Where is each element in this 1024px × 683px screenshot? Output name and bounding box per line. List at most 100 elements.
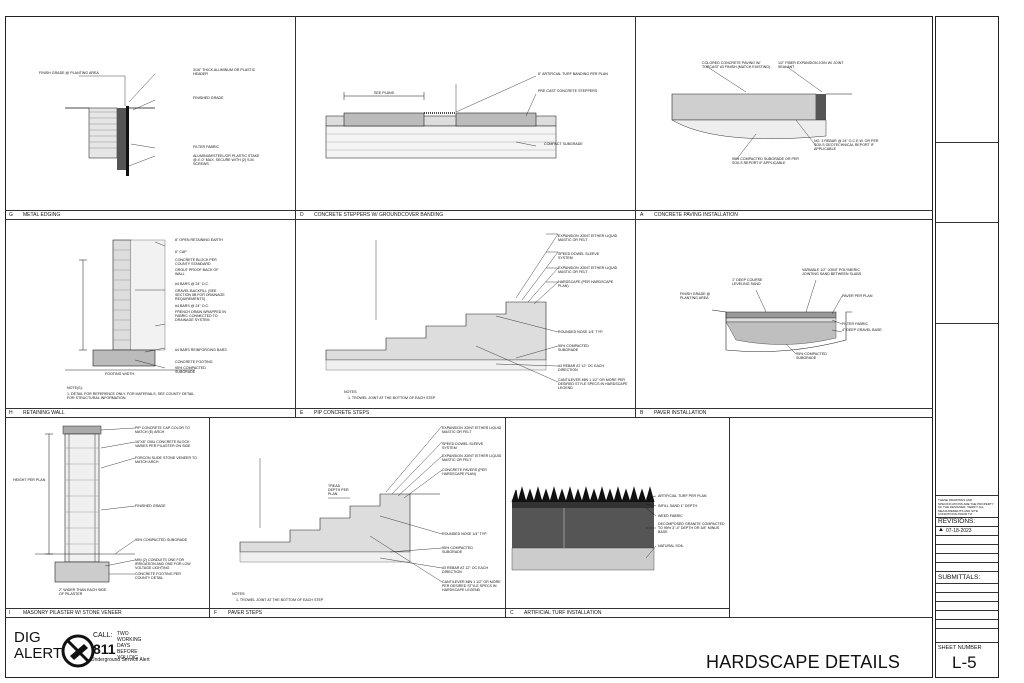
label: FINISH GRADE @ PLANTING AREA (39, 71, 99, 75)
label: 3/16" THICK ALUMINUM OR PLASTIC HEADER (193, 68, 256, 77)
revision-marker-icon: ▲ (938, 527, 944, 533)
label: NO. 3 REBAR @ 24" O.C.E.W. OR PER SOILS … (814, 139, 879, 152)
label: 95% COMPACTED SUBGRADE (796, 352, 827, 361)
label: #3 REBAR AT 12" OC EACH DIRECTION (442, 566, 489, 575)
detail-f-paver-steps: EXPANSION JOINT EITHER LIQUID MASTIC OR … (210, 417, 506, 617)
label: 4" DEEP GRAVEL BASE (842, 328, 882, 332)
detail-title: CONCRETE STEPPERS W/ GROUNDCOVER BANDING (314, 212, 444, 218)
submittals-label: SUBMITTALS: (938, 574, 981, 581)
detail-title: PAVER STEPS (228, 610, 262, 616)
label: 2" WIDER THAN EACH SIDE OF PILASTER (59, 588, 107, 597)
detail-id: D (300, 212, 304, 218)
label: 1/2" FIBER EXPANSION JOIN W/ JOINT SEALA… (778, 61, 844, 70)
revisions-label: REVISIONS: (938, 518, 976, 525)
label: FRENCH DRAIN WRAPPED IN FABRIC CONNECTED… (175, 310, 226, 323)
label: TREAD DEPTH PER PLAN (328, 484, 349, 497)
label: 95% COMPACTED SUBGRADE (175, 366, 206, 375)
detail-id: B (640, 410, 644, 416)
dig-text: DIG (14, 629, 41, 646)
label: CANTILEVER MIN 1 1/2" OR MORE PER DESIRE… (558, 378, 628, 391)
label: 1. DETAIL FOR REFERENCE ONLY. FOR MATERI… (67, 392, 195, 401)
detail-title: METAL EDGING (23, 212, 61, 218)
detail-id: F (214, 610, 218, 616)
dig-footer: Underground Service Alert (91, 657, 150, 663)
detail-c-artificial-turf: ARTIFICIAL TURF PER PLAN INFILL SAND 1" … (506, 417, 730, 617)
paver-steps-drawing (239, 425, 443, 583)
concrete-paving-drawing (671, 65, 852, 161)
label: FINISH GRADE @ PLANTING AREA (680, 292, 711, 301)
detail-d-concrete-steppers: 6" ARTIFICIAL TURF BANDING PER PLAN SEE … (296, 16, 636, 219)
label: PRE CAST CONCRETE STEPPERS (538, 89, 598, 93)
label: EXPANSION JOINT EITHER LIQUID MASTIC OR … (442, 426, 502, 435)
label: GROUT PROOF BACK OF WALL (175, 268, 219, 277)
sheet-title: HARDSCAPE DETAILS (706, 652, 901, 672)
label: CONCRETE PAVERS (PER HARDSCAPE PLAN) (442, 468, 487, 477)
metal-edging-drawing (65, 73, 156, 176)
label: EXPANSION JOINT EITHER LIQUID MASTIC OR … (558, 234, 618, 243)
label: FINISHED GRADE (193, 96, 224, 100)
label: CONCRETE BLOCK PER COUNTY STANDARD (175, 258, 217, 267)
revision-date: 07-18-2023 (946, 528, 972, 534)
detail-id: H (9, 410, 13, 416)
dig-instructions: TWO WORKING DAYS BEFORE YOU DIG (117, 631, 142, 661)
label: ROUNDED NOSE 1/4" TYP. (558, 330, 604, 334)
label: ARTIFICIAL TURF PER PLAN (658, 494, 707, 498)
bottom-strip (5, 617, 933, 678)
label: HARDSCAPE (PER HARDSCAPE PLAN) (558, 280, 614, 289)
label: 95% COMPACTED SUBGRADE (135, 538, 188, 542)
label: CONCRETE FOOTING (175, 360, 213, 364)
label: ROUNDED NOSE 1/4" TYP. (442, 532, 488, 536)
label: GRAVEL BACKFILL (SEE SECTION 5B FOR DRAI… (175, 289, 225, 302)
label: 1. TROWEL JOINT AT THE BOTTOM OF EACH ST… (236, 598, 324, 602)
label: COMPACT SUBGRADE (544, 142, 583, 146)
label: 95% COMPACTED SUBGRADE OR PER SOILS REPO… (732, 157, 799, 166)
label: SPEED DOWEL SLEEVE SYSTEM (442, 442, 484, 451)
detail-title: ARTIFICIAL TURF INSTALLATION (524, 610, 602, 616)
label: NOTES: (344, 390, 358, 394)
detail-caption: F PAVER STEPS (210, 608, 505, 617)
label: HEIGHT PER PLAN (13, 478, 46, 482)
label: PAVER PER PLAN (842, 294, 873, 298)
detail-caption: I MASONRY PILASTER W/ STONE VENEER (5, 608, 209, 617)
label: #4 BARS REINFORCING BARS (175, 348, 227, 352)
alert-text: ALERT (14, 645, 63, 662)
detail-caption: H RETAINING WALL (5, 408, 295, 417)
label: NOTES: (232, 592, 246, 596)
label: 95% COMPACTED SUBGRADE (442, 546, 473, 555)
label: CANTILEVER MIN 1 1/2" OR MORE PER DESIRE… (442, 580, 501, 593)
label: CONCRETE FOOTING PER COUNTY DETAIL (135, 572, 181, 581)
label: ALUMINUM/STEEL/OR PLASTIC STAKE @ 4'-0" … (193, 154, 260, 167)
label: SEE PLANS (374, 91, 394, 95)
label: 6" CAP (175, 250, 187, 254)
label: 6" ARTIFICIAL TURF BANDING PER PLAN (538, 72, 608, 76)
paver-installation-drawing (711, 279, 852, 355)
title-block: THESE DRAWINGS AND SPECIFICATIONS ARE TH… (935, 16, 999, 678)
sheet-number: L-5 (952, 653, 977, 672)
detail-title: PIP CONCRETE STEPS (314, 410, 370, 416)
detail-h-retaining-wall: 8" OPEN RETAINING EARTH 6" CAP CONCRETE … (5, 219, 296, 417)
label: NOTE(S): (67, 386, 83, 390)
label: FORCON SLIDE STONE VENEER TO MATCH ARCH (135, 456, 197, 465)
dig-call: CALL: (93, 632, 113, 639)
label: 95% COMPACTED SUBGRADE (558, 344, 589, 353)
label: FILTER FABRIC (193, 145, 220, 149)
label: #3 REBAR AT 12" OC EACH DIRECTION (558, 364, 605, 373)
sheet-number-label: SHEET NUMBER (938, 645, 982, 651)
retaining-wall-drawing (65, 239, 195, 371)
detail-g-metal-edging: FINISH GRADE @ PLANTING AREA 3/16" THICK… (5, 16, 296, 219)
detail-title: MASONRY PILASTER W/ STONE VENEER (23, 610, 122, 616)
detail-b-paver-installation: VARIABLE 1/2" JOINT POLYMERIC JOINTING S… (636, 219, 933, 417)
pip-steps-drawing (325, 233, 559, 383)
detail-e-pip-concrete-steps: EXPANSION JOINT EITHER LIQUID MASTIC OR … (296, 219, 636, 417)
label: SPEED DOWEL SLEEVE SYSTEM (558, 252, 600, 261)
detail-id: I (9, 610, 11, 616)
detail-a-concrete-paving: COLORED CONCRETE PAVING W/ TOPCAST #3 FI… (636, 16, 933, 219)
label: FINISHED GRADE (135, 504, 166, 508)
detail-title: RETAINING WALL (23, 410, 65, 416)
